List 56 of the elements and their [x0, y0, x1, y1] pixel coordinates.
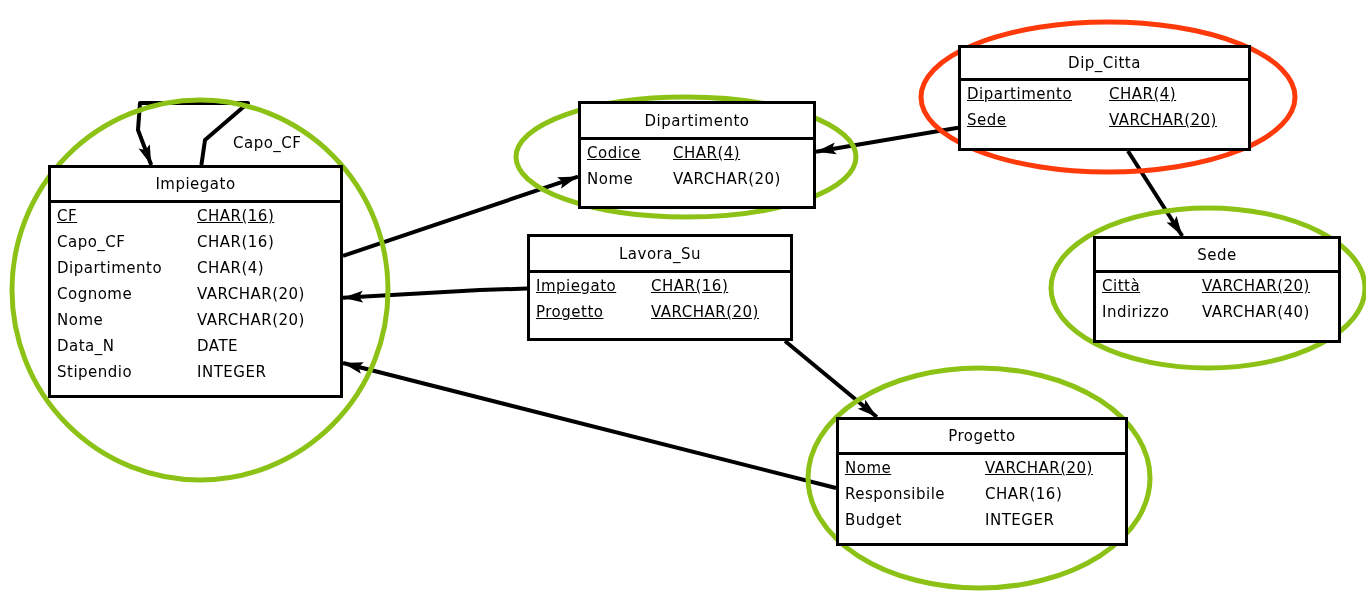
- column-type: VARCHAR(20): [651, 303, 759, 321]
- table-name: Dip_Citta: [1067, 54, 1142, 72]
- table-name: Impiegato: [154, 175, 237, 193]
- column-type: VARCHAR(20): [197, 285, 305, 303]
- column-name: Responsibile: [845, 485, 946, 503]
- column-type: CHAR(16): [197, 233, 275, 251]
- column-type: CHAR(16): [651, 277, 729, 295]
- entity-table: [48, 165, 343, 398]
- entity-table: [578, 101, 816, 209]
- column-name: Città: [1102, 277, 1141, 295]
- table-name: Lavora_Su: [618, 244, 702, 263]
- column-type: CHAR(16): [985, 485, 1063, 503]
- column-name: Cognome: [57, 285, 133, 303]
- entity-table: [958, 45, 1251, 151]
- column-name: Stipendio: [57, 363, 133, 381]
- column-type: VARCHAR(20): [673, 170, 781, 188]
- foreign-key-arrow: [783, 339, 879, 419]
- table-name: Sede: [1196, 245, 1238, 264]
- column-name: Sede: [967, 111, 1007, 129]
- column-type: INTEGER: [197, 363, 267, 381]
- column-type: CHAR(4): [673, 144, 741, 162]
- column-name: Nome: [57, 311, 104, 329]
- column-type: VARCHAR(20): [197, 311, 305, 329]
- column-type: INTEGER: [985, 511, 1055, 529]
- column-name: Impiegato: [536, 277, 617, 295]
- entity-table: [836, 417, 1128, 546]
- column-type: VARCHAR(20): [1202, 277, 1310, 295]
- foreign-key-arrow: [815, 125, 959, 155]
- column-name: Codice: [587, 144, 641, 162]
- foreign-key-arrow: [136, 101, 250, 166]
- column-name: Dipartimento: [967, 85, 1073, 103]
- table-name: Dipartimento: [643, 111, 751, 130]
- foreign-key-arrow: [342, 361, 837, 490]
- foreign-key-arrow: [1126, 149, 1184, 238]
- column-type: CHAR(4): [197, 259, 265, 277]
- column-name: Budget: [845, 511, 902, 529]
- entity-table: [527, 234, 793, 341]
- column-name: Capo_CF: [57, 233, 126, 251]
- column-type: VARCHAR(20): [1109, 111, 1217, 129]
- column-name: Dipartimento: [57, 259, 163, 277]
- column-name: Data_N: [57, 337, 115, 355]
- entity-table: [1093, 236, 1341, 343]
- column-name: CF: [57, 207, 78, 225]
- foreign-key-arrow: [342, 286, 528, 303]
- column-name: Nome: [845, 459, 892, 477]
- column-type: VARCHAR(20): [985, 459, 1093, 477]
- column-type: CHAR(16): [197, 207, 275, 225]
- column-type: DATE: [197, 337, 239, 355]
- column-name: Progetto: [536, 303, 604, 321]
- column-name: Nome: [587, 170, 634, 188]
- column-name: Indirizzo: [1102, 303, 1170, 321]
- column-type: VARCHAR(40): [1202, 303, 1310, 321]
- column-type: CHAR(4): [1109, 85, 1177, 103]
- foreign-key-arrow: [342, 174, 579, 258]
- edge-label: Capo_CF: [233, 134, 302, 152]
- table-name: Progetto: [947, 427, 1017, 445]
